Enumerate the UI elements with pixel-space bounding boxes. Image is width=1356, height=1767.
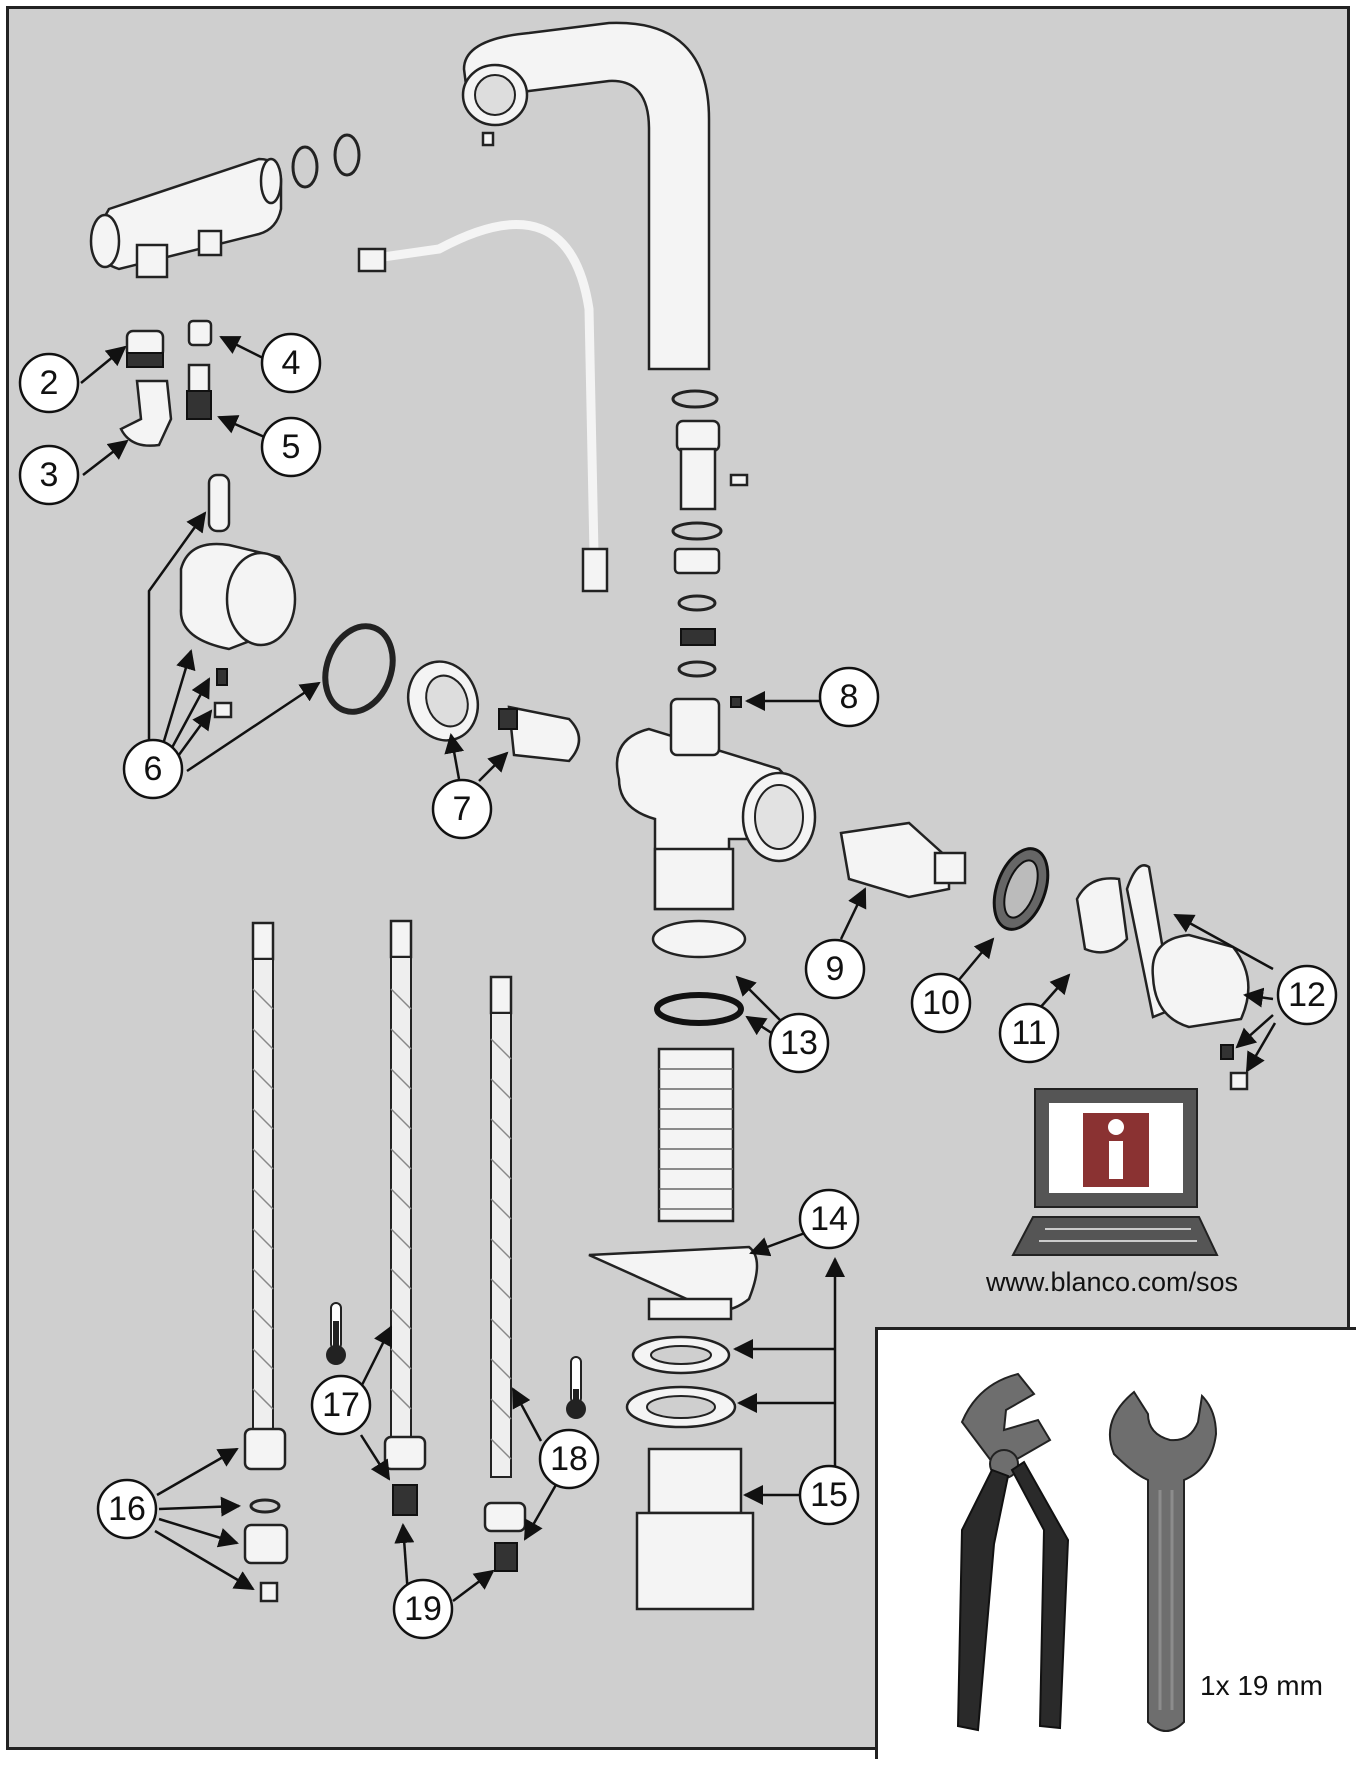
callout-14: 14 bbox=[798, 1188, 860, 1250]
svg-text:18: 18 bbox=[550, 1440, 588, 1478]
svg-text:15: 15 bbox=[810, 1476, 848, 1514]
tools-illustration bbox=[956, 1372, 1218, 1732]
svg-text:12: 12 bbox=[1288, 976, 1326, 1014]
wrench-size-label: 1x 19 mm bbox=[1200, 1670, 1323, 1701]
svg-text:10: 10 bbox=[922, 984, 960, 1022]
info-url: www.blanco.com/sos bbox=[985, 1267, 1239, 1297]
washers-nut-15-part bbox=[625, 1335, 755, 1611]
supply-hose-16 bbox=[243, 921, 289, 1603]
left-handle-part bbox=[179, 473, 396, 719]
callout-5: 5 bbox=[260, 416, 322, 478]
thermometer-hot-icon bbox=[326, 1302, 346, 1365]
laptop-info-icon bbox=[1011, 1088, 1219, 1256]
right-handle-parts bbox=[992, 847, 1250, 1091]
svg-text:6: 6 bbox=[144, 750, 163, 788]
callout-9: 9 bbox=[804, 938, 866, 1000]
callout-19: 19 bbox=[392, 1578, 454, 1640]
callout-3: 3 bbox=[18, 444, 80, 506]
wrench-icon bbox=[1109, 1390, 1218, 1732]
svg-text:11: 11 bbox=[1011, 1014, 1046, 1052]
small-parts-2-5 bbox=[119, 319, 213, 447]
diagram-frame: 2 3 4 5 6 7 8 9 10 11 12 13 14 15 16 17 … bbox=[6, 6, 1356, 1759]
leader-lines bbox=[80, 335, 1277, 1610]
svg-text:4: 4 bbox=[282, 344, 301, 382]
callout-7: 7 bbox=[431, 778, 493, 840]
callout-12: 12 bbox=[1276, 964, 1338, 1026]
callout-18: 18 bbox=[538, 1428, 600, 1490]
svg-text:8: 8 bbox=[840, 678, 859, 716]
svg-text:13: 13 bbox=[780, 1024, 818, 1062]
cartridge-9-part bbox=[839, 821, 967, 899]
nut-cartridge-7-part bbox=[406, 660, 581, 763]
side-spray-body-part bbox=[89, 133, 361, 279]
supply-hose-18 bbox=[483, 975, 527, 1572]
callout-11: 11 bbox=[998, 1002, 1060, 1064]
rings-13-part bbox=[651, 919, 747, 1026]
svg-text:17: 17 bbox=[322, 1386, 360, 1424]
callout-13: 13 bbox=[768, 1012, 830, 1074]
bracket-14-part bbox=[588, 1245, 759, 1321]
svg-text:16: 16 bbox=[108, 1490, 146, 1528]
svg-text:14: 14 bbox=[810, 1200, 848, 1238]
exploded-faucet-diagram: 2 3 4 5 6 7 8 9 10 11 12 13 14 15 16 17 … bbox=[18, 21, 1338, 1640]
svg-text:2: 2 bbox=[40, 364, 59, 402]
callout-15: 15 bbox=[798, 1464, 860, 1526]
spout-part bbox=[461, 21, 711, 371]
faucet-body-part bbox=[615, 697, 817, 911]
callout-4: 4 bbox=[260, 332, 322, 394]
callout-17: 17 bbox=[310, 1374, 372, 1436]
threaded-shank-part bbox=[657, 1047, 735, 1223]
callout-8: 8 bbox=[818, 666, 880, 728]
svg-text:7: 7 bbox=[453, 790, 472, 828]
supply-hose-17 bbox=[383, 919, 427, 1516]
callout-6: 6 bbox=[122, 738, 184, 800]
pliers-icon bbox=[956, 1372, 1070, 1732]
thermometer-cold-icon bbox=[566, 1356, 586, 1419]
svg-text:19: 19 bbox=[404, 1590, 442, 1628]
callout-10: 10 bbox=[910, 972, 972, 1034]
pull-out-hose-part bbox=[357, 220, 609, 593]
spout-seal-stack bbox=[671, 389, 749, 708]
svg-text:3: 3 bbox=[40, 456, 59, 494]
svg-text:9: 9 bbox=[826, 950, 845, 988]
svg-text:5: 5 bbox=[282, 428, 301, 466]
callout-16: 16 bbox=[96, 1478, 158, 1540]
tools-panel: 1x 19 mm bbox=[875, 1327, 1356, 1759]
callout-2: 2 bbox=[18, 352, 80, 414]
